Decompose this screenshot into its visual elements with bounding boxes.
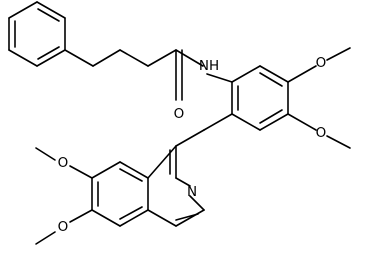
methoxy-oxygen-label: O — [316, 125, 327, 141]
bond — [259, 109, 283, 124]
bond — [326, 135, 351, 149]
bond — [35, 231, 56, 245]
bond — [36, 1, 66, 19]
bond — [203, 113, 233, 131]
bond — [189, 195, 205, 211]
bond — [259, 65, 289, 83]
bond — [147, 49, 177, 67]
bond — [147, 209, 177, 227]
bond — [175, 49, 204, 67]
bond — [36, 49, 66, 67]
bond — [37, 8, 60, 22]
bond — [175, 209, 205, 227]
bond — [35, 147, 56, 161]
bond — [64, 49, 94, 67]
nh-label: NH — [199, 58, 219, 74]
bond — [119, 209, 149, 227]
bond — [119, 206, 143, 220]
bond — [119, 168, 143, 182]
methoxy-oxygen-label: O — [316, 55, 327, 71]
bond — [175, 213, 199, 221]
bond — [287, 65, 317, 83]
atom-labels: NH O N O O O O — [58, 55, 327, 235]
bond — [259, 113, 289, 131]
bond — [326, 47, 351, 61]
bond — [206, 73, 233, 83]
bond — [119, 161, 149, 179]
bond — [91, 209, 121, 227]
methoxy-oxygen-label: O — [58, 155, 69, 171]
methoxy-oxygen-label: O — [58, 219, 69, 235]
ring-nitrogen-label: N — [187, 184, 197, 200]
bond — [91, 161, 121, 179]
bonds — [8, 1, 351, 245]
bond — [8, 49, 38, 67]
bond — [8, 1, 38, 19]
bond — [259, 72, 283, 87]
bond — [147, 145, 177, 179]
bond — [69, 209, 93, 223]
bond — [37, 46, 60, 60]
bond — [175, 177, 191, 187]
bond — [231, 65, 261, 83]
bond — [92, 49, 121, 67]
bond — [175, 129, 205, 147]
amide-oxygen-label: O — [174, 106, 185, 122]
bond — [287, 113, 317, 131]
bond — [231, 113, 261, 131]
bond — [119, 49, 149, 67]
bond — [69, 165, 93, 179]
